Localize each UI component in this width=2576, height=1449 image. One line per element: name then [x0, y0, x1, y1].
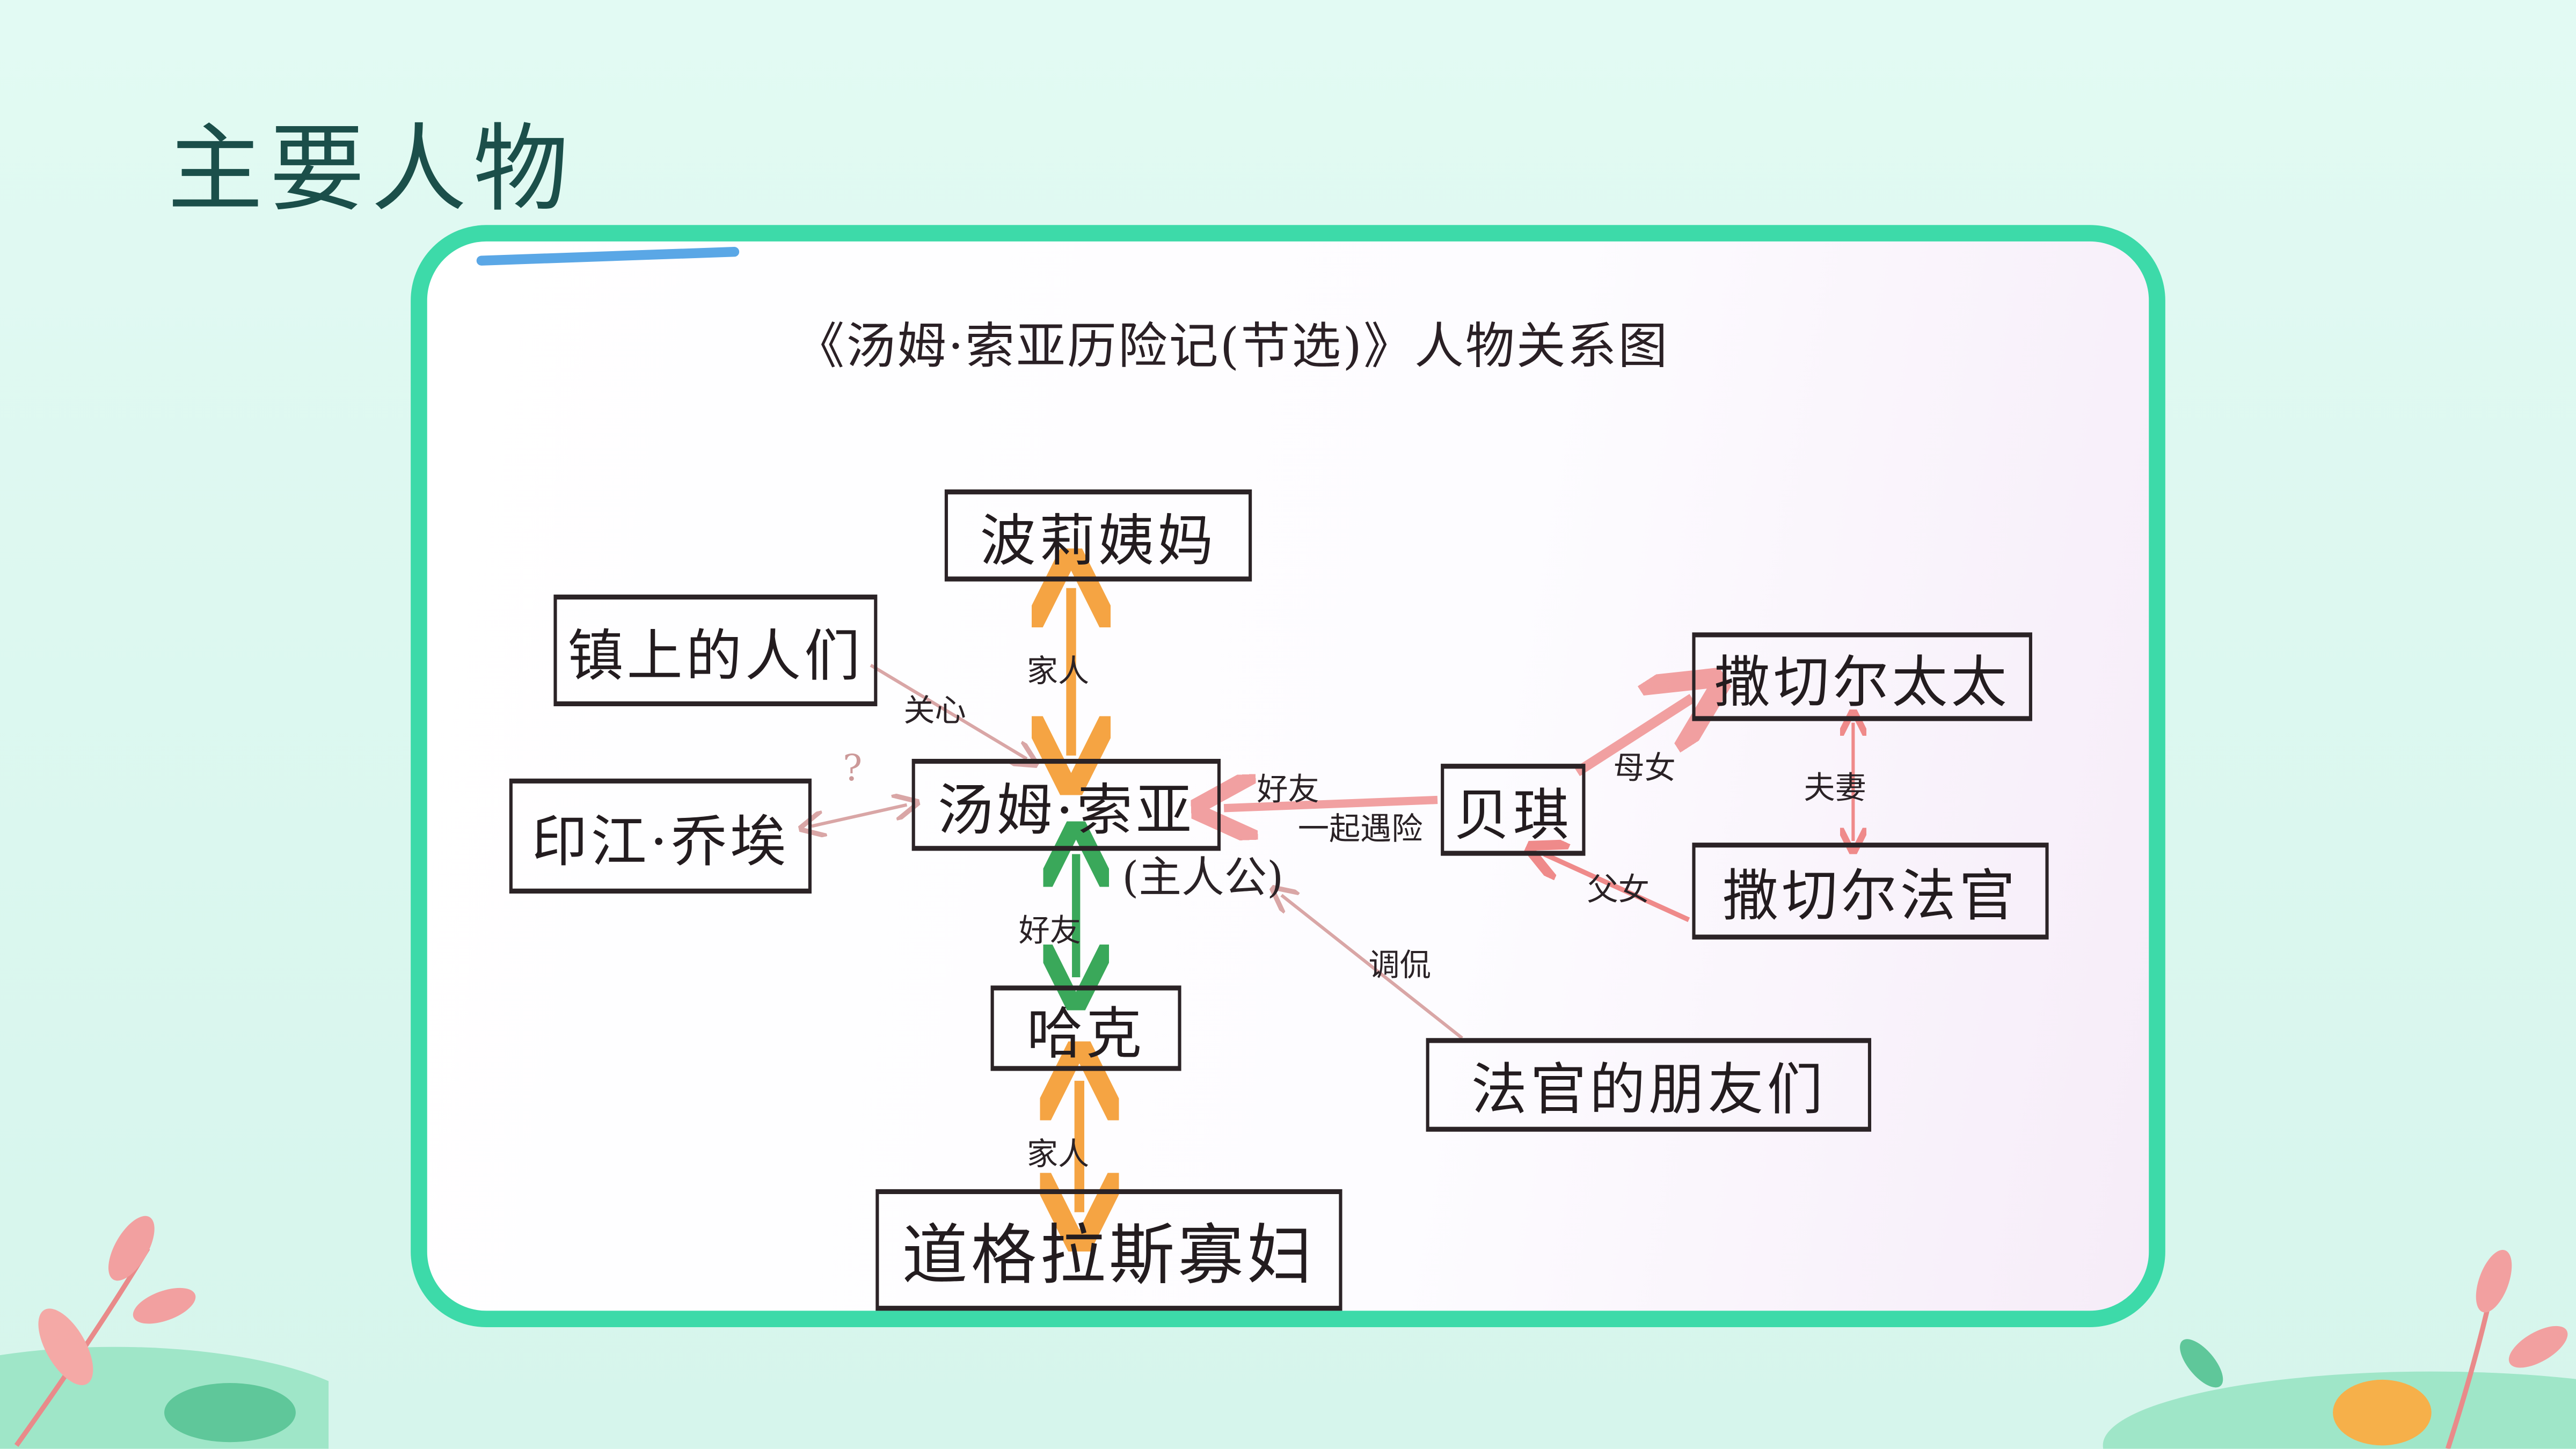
- diagram-card: [411, 225, 2165, 1327]
- edge-label-friends-tom: 调侃: [1368, 947, 1431, 984]
- leaf-decoration-left: [0, 1216, 329, 1449]
- edge-judge-becky: [1544, 854, 1690, 923]
- edge-friends-tom: [1281, 895, 1463, 1040]
- node-polly: 波莉姨妈: [944, 489, 1252, 582]
- node-becky: 贝琪: [1441, 764, 1586, 856]
- node-tom: 汤姆·索亚: [911, 758, 1221, 851]
- edge-label-polly-tom: 家人: [1026, 654, 1090, 690]
- edge-label-tom-huck: 好友: [1018, 913, 1081, 950]
- edge-town-tom: [870, 663, 1027, 759]
- edge-label-town-tom: 关心: [903, 693, 966, 729]
- tom-protagonist-note: (主人公): [1122, 854, 1284, 904]
- edge-label-mrs-judge: 夫妻: [1804, 770, 1866, 807]
- slide-title: 主要人物: [167, 113, 575, 225]
- edge-label-becky-tom-2: 一起遇险: [1297, 811, 1423, 848]
- edge-label-huck-widow: 家人: [1026, 1136, 1090, 1173]
- edge-label-joe-tom: ?: [843, 749, 863, 791]
- diagram-title: 《汤姆·索亚历险记(节选)》人物关系图: [795, 318, 1669, 376]
- node-townspeople: 镇上的人们: [553, 594, 878, 707]
- edge-label-judge-becky: 父女: [1587, 872, 1650, 909]
- node-widow-douglas: 道格拉斯寡妇: [875, 1189, 1342, 1311]
- node-judge-thatcher: 撒切尔法官: [1692, 843, 2049, 940]
- edge-joe-tom: [812, 805, 907, 826]
- edge-label-mrs-becky: 母女: [1613, 750, 1676, 787]
- node-judge-friends: 法官的朋友们: [1426, 1038, 1872, 1132]
- node-mrs-thatcher: 撒切尔太太: [1692, 632, 2032, 721]
- edge-label-becky-tom-1: 好友: [1257, 772, 1319, 808]
- edge-mrs-becky: [1574, 698, 1692, 777]
- edge-becky-tom: [1224, 800, 1438, 808]
- node-injun-joe: 印江·乔埃: [509, 778, 812, 894]
- node-huck: 哈克: [990, 985, 1181, 1071]
- leaf-decoration-right: [2103, 1249, 2576, 1449]
